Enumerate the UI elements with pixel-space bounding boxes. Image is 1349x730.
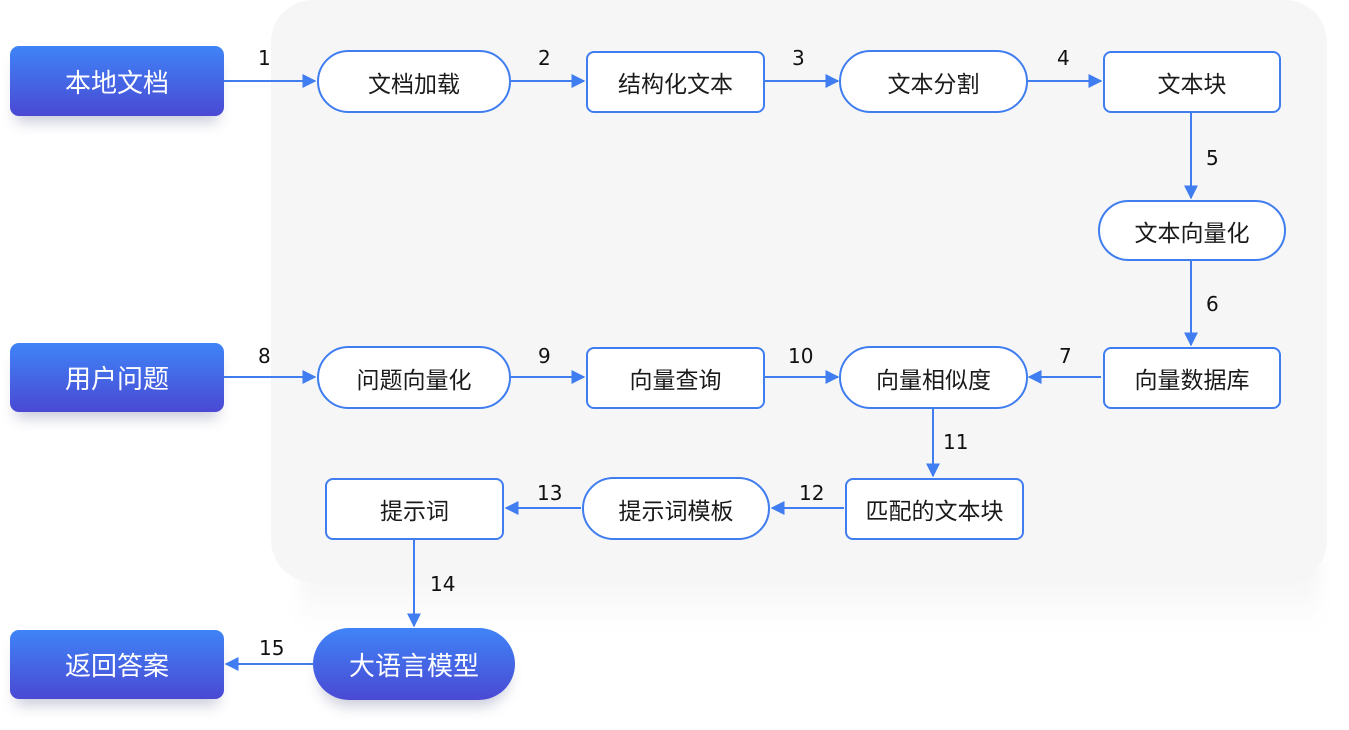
step-label-13: 13: [537, 481, 563, 505]
step-label-15: 15: [259, 636, 285, 660]
node-prompt: 提示词: [325, 478, 504, 540]
node-doc-loading: 文档加载: [317, 50, 511, 113]
node-vector-similarity: 向量相似度: [839, 346, 1028, 409]
step-label-7: 7: [1059, 344, 1072, 368]
node-prompt-template: 提示词模板: [582, 477, 770, 540]
step-label-5: 5: [1206, 146, 1219, 170]
step-label-6: 6: [1206, 292, 1219, 316]
node-structured-text: 结构化文本: [586, 51, 765, 113]
node-local-docs: 本地文档: [10, 46, 224, 116]
step-label-8: 8: [258, 344, 271, 368]
node-llm: 大语言模型: [313, 628, 515, 700]
step-label-2: 2: [538, 46, 551, 70]
step-label-14: 14: [430, 572, 456, 596]
node-return-answer: 返回答案: [10, 630, 224, 699]
step-label-11: 11: [943, 430, 969, 454]
node-matched-chunks: 匹配的文本块: [845, 478, 1024, 540]
step-label-4: 4: [1057, 46, 1070, 70]
step-label-1: 1: [258, 46, 271, 70]
node-text-vectorization: 文本向量化: [1098, 200, 1286, 261]
node-text-chunks: 文本块: [1103, 51, 1281, 113]
step-label-9: 9: [538, 344, 551, 368]
node-vector-db: 向量数据库: [1103, 347, 1281, 409]
node-question-vectorization: 问题向量化: [317, 346, 511, 409]
step-label-3: 3: [792, 46, 805, 70]
node-user-question: 用户问题: [10, 343, 224, 412]
node-vector-query: 向量查询: [586, 347, 765, 409]
node-text-splitting: 文本分割: [839, 50, 1028, 113]
step-label-12: 12: [799, 481, 825, 505]
step-label-10: 10: [788, 344, 814, 368]
